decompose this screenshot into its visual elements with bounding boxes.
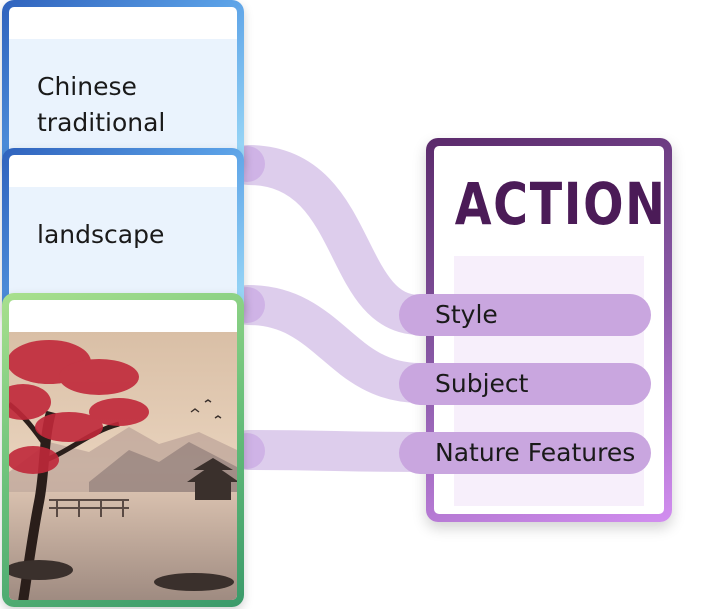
card-style-body	[9, 39, 237, 161]
card-style-inner: Chinese traditional	[9, 7, 237, 161]
card-subject-inner: landscape	[9, 155, 237, 309]
card-subject-value[interactable]: landscape	[2, 148, 244, 316]
landscape-painting-image	[9, 332, 237, 600]
link-subject	[228, 285, 440, 403]
card-style-value[interactable]: Chinese traditional	[2, 0, 244, 168]
slot-style[interactable]: Style	[399, 294, 651, 336]
slot-nature-features[interactable]: Nature Features	[399, 432, 651, 474]
card-image-inner	[9, 300, 237, 600]
card-style-line-1: Chinese	[37, 72, 137, 101]
link-nature	[228, 430, 440, 472]
card-image[interactable]	[2, 293, 244, 607]
card-subject-body	[9, 187, 237, 309]
landscape-painting-art	[9, 332, 237, 600]
link-style	[228, 145, 440, 335]
slot-subject[interactable]: Subject	[399, 363, 651, 405]
card-style-line-2: traditional	[37, 108, 166, 137]
card-subject-text: landscape	[37, 220, 165, 249]
action-title: ACTION	[454, 170, 664, 238]
